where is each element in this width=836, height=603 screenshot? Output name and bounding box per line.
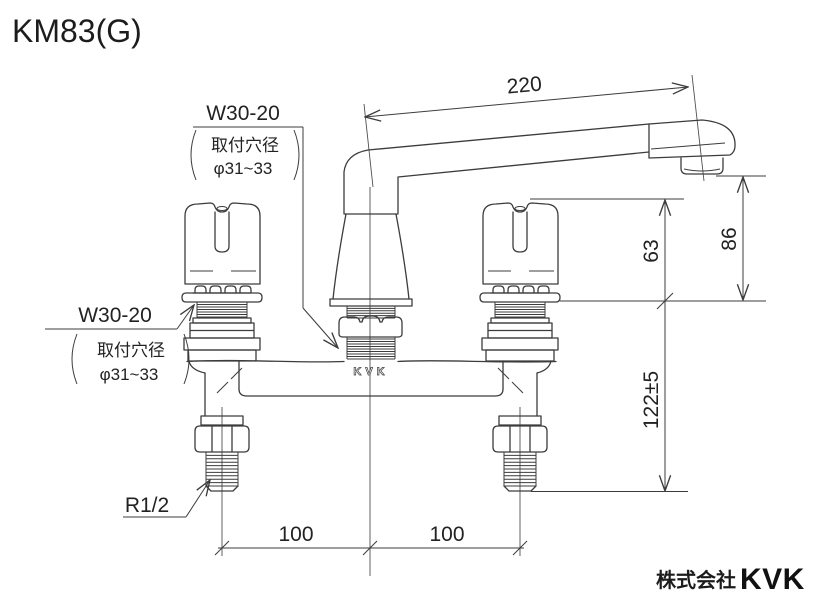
annotation-supply-pipe: R1/2 — [123, 480, 210, 518]
knob-notch-dimple — [216, 206, 228, 211]
spout-shank-leader-bracket — [193, 126, 304, 308]
left-pipe-threads — [205, 452, 239, 487]
dim-text-122: 122±5 — [640, 371, 663, 429]
body-brand-marking: KVK — [353, 366, 388, 378]
valve-shank-note1: 取付穴径 — [97, 341, 165, 360]
spout-lock-nut — [338, 315, 403, 338]
dimension-outlet-height: 86 — [716, 175, 766, 300]
valve-shank-threads — [196, 302, 248, 318]
annotation-spout-shank: W30-20 取付穴径 φ31~33 — [190, 102, 338, 348]
spout-cone-flange — [329, 298, 413, 307]
handle-flange — [181, 292, 263, 303]
pipe-thread-label: R1/2 — [125, 494, 169, 517]
spout-shank-threads-lower — [346, 337, 396, 360]
spout-bottom-edge — [397, 151, 650, 214]
spout-top-edge — [343, 123, 650, 214]
company-logo-text: KVK — [740, 563, 805, 596]
valve-shank-thread-label: W30-20 — [78, 304, 152, 327]
right-leg-pipe — [502, 360, 538, 417]
dimension-handle-height: 63 — [530, 198, 684, 301]
dim-ticks-100 — [214, 540, 528, 556]
dim-line-220-right — [526, 87, 688, 103]
left-leg-collar — [200, 415, 244, 426]
extension-line-220-right — [691, 74, 705, 182]
company-prefix-text: 株式会社 — [656, 568, 736, 592]
dim-text-86: 86 — [718, 227, 741, 250]
aerator-inner-arc — [683, 168, 721, 172]
right-handle-valve — [479, 202, 561, 362]
handle-gland-nut — [192, 285, 252, 294]
dim-line-220-left — [365, 101, 528, 117]
dim-text-100-left: 100 — [278, 523, 313, 546]
spout-shank-leader-arrow — [302, 307, 338, 348]
knob-indicator-slot — [214, 211, 230, 253]
dim-text-220: 220 — [506, 72, 543, 98]
spout-end-cap — [648, 119, 736, 159]
spout-cap-inner-line — [650, 142, 726, 150]
valve-body-lower — [183, 337, 261, 351]
aerator — [680, 157, 724, 175]
spout-shank-note1: 取付穴径 — [211, 136, 279, 155]
center-lines — [221, 74, 705, 576]
dim-text-63: 63 — [640, 239, 663, 262]
left-leg-hex-nut — [194, 425, 250, 453]
dimension-leg-pitch: 100 100 — [214, 523, 528, 556]
manifold-bottom-edge — [238, 388, 504, 397]
left-handle-valve — [181, 202, 263, 362]
right-leg-hex-nut — [492, 425, 548, 453]
right-pipe-threads — [503, 452, 537, 487]
spout-shank-note-parens — [190, 129, 300, 181]
spout-shank-thread-label: W30-20 — [206, 102, 280, 125]
valve-shank-note2: φ31~33 — [100, 365, 159, 384]
pipe-thread-leader-arrow — [185, 480, 210, 518]
dimension-spout-reach: 220 — [365, 72, 688, 117]
manifold-outer-curves — [188, 360, 552, 374]
valve-body-upper — [189, 322, 255, 339]
handle-knob — [184, 202, 261, 285]
valve-step-ring — [192, 317, 252, 324]
valve-base — [187, 349, 257, 362]
spout-shank-note2: φ31~33 — [214, 159, 273, 178]
model-number-title: KM83(G) — [12, 13, 142, 49]
valve-shank-note-parens — [71, 333, 190, 385]
right-leg-collar — [498, 415, 542, 426]
valve-shank-leader-arrow — [176, 305, 194, 330]
spout-cone — [332, 213, 410, 300]
annotation-valve-shank: W30-20 取付穴径 φ31~33 — [45, 304, 194, 385]
right-pipe-tip — [503, 485, 537, 492]
manifold-fillet-marks — [216, 367, 524, 394]
left-leg-pipe — [204, 360, 240, 417]
dim-text-100-right: 100 — [429, 523, 464, 546]
dimension-shank-length: 122±5 — [531, 292, 766, 492]
